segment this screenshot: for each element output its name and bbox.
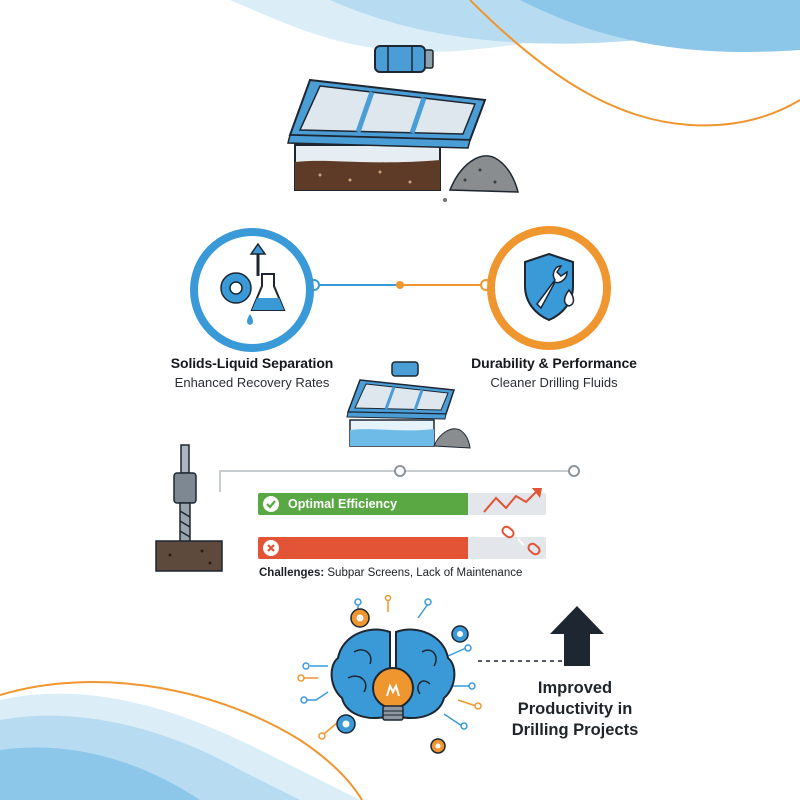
drop-icon [247,314,253,325]
arrow-up-icon [550,606,604,666]
wrench-icon [536,265,568,310]
durability-circle [487,226,611,350]
result-line-3: Drilling Projects [511,721,639,739]
result-title: Improved Productivity in Drilling Projec… [490,678,660,741]
challenges-text: Subpar Screens, Lack of Maintenance [324,567,523,579]
trend-up-icon [483,488,542,513]
optimal-efficiency-bar: Optimal Efficiency [258,493,546,515]
drop-icon [563,288,575,307]
separation-title: Solids-Liquid Separation [170,355,334,371]
result-line-1: Improved [537,679,613,697]
top-wave-decoration [230,0,800,127]
separation-circle [190,228,314,352]
optimal-efficiency-label: Optimal Efficiency [288,497,398,511]
arrow-up-icon [249,242,267,276]
result-connector [478,660,566,662]
challenges-note: Challenges: Subpar Screens, Lack of Main… [259,567,522,579]
challenges-prefix: Challenges: [259,567,325,579]
lightbulb-icon [372,667,414,721]
optimal-efficiency-fill [258,493,469,515]
check-icon [263,496,279,512]
cross-icon [263,540,279,556]
result-line-2: Productivity in [517,700,633,718]
separation-subtitle: Enhanced Recovery Rates [174,375,330,390]
gear-icon [451,625,469,643]
brain-lightbulb-illustration [297,594,482,754]
flask-icon [250,273,286,311]
subpar-efficiency-fill [258,537,469,559]
gear-icon [430,738,446,754]
gear-icon [350,608,370,628]
gear-icon [336,714,356,734]
clean-shaker-illustration [346,361,471,449]
subpar-efficiency-bar [258,537,546,559]
bottom-wave-decoration [0,681,363,800]
feature-connector [308,279,492,291]
drill-bit-illustration [155,444,223,572]
gear-icon [220,272,252,304]
durability-subtitle: Cleaner Drilling Fluids [490,375,618,390]
durability-title: Durability & Performance [471,355,637,371]
efficiency-timeline [219,465,580,492]
broken-chain-icon [501,525,541,556]
shale-shaker-illustration [287,45,519,202]
